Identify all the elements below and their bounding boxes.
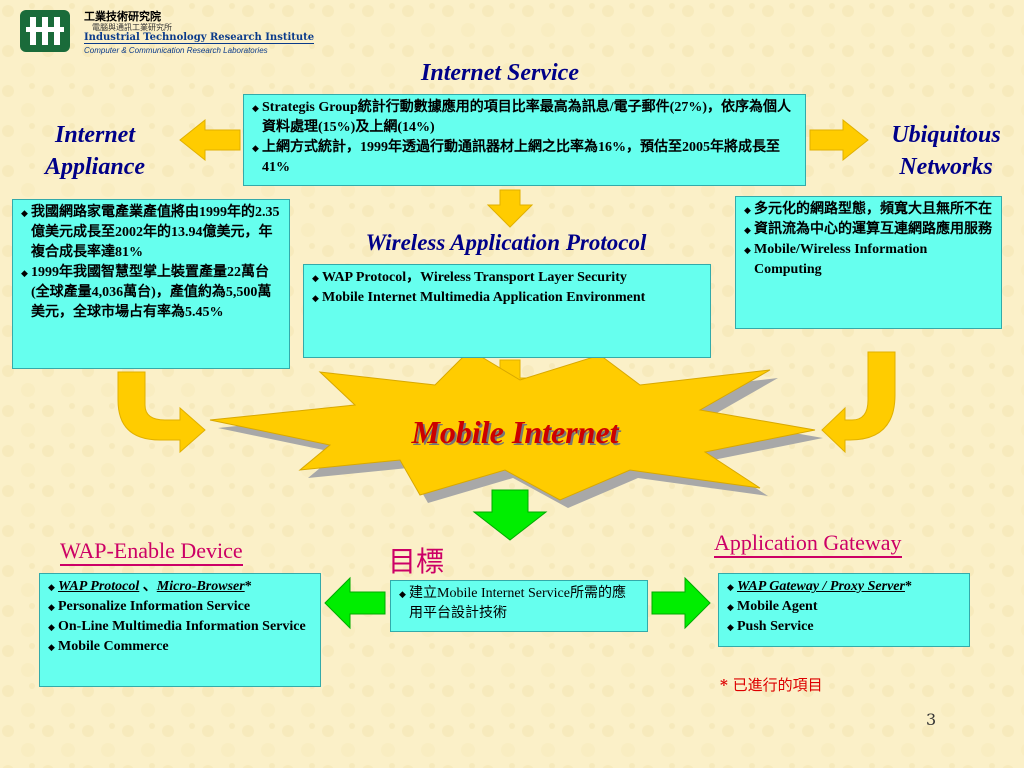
wap-device-item: Mobile Commerce	[48, 637, 312, 657]
arrow-right-yellow	[809, 118, 869, 162]
heading-internet-appliance-line2: Appliance	[45, 154, 145, 180]
arrow-right-green	[651, 576, 711, 630]
arrow-left-green	[324, 576, 386, 630]
logo-sub-en: Computer & Communication Research Labora…	[84, 46, 268, 55]
app-gateway-item: WAP Gateway / Proxy Server*	[727, 577, 961, 597]
done-star: *	[244, 579, 252, 594]
wap-protocol-text: WAP Protocol	[58, 579, 140, 594]
itri-logo-icon	[26, 17, 64, 45]
heading-wap: Wireless Application Protocol	[365, 230, 647, 255]
wap-item: Mobile Internet Multimedia Application E…	[312, 288, 702, 308]
logo-name-zh: 工業技術研究院	[84, 10, 161, 23]
note-star: *	[720, 676, 728, 694]
arrow-down-green	[472, 489, 548, 541]
internet-service-box: Strategis Group統計行動數據應用的項目比率最高為訊息/電子郵件(2…	[243, 94, 806, 186]
wap-device-box: WAP Protocol 、Micro-Browser* Personalize…	[39, 573, 321, 687]
heading-goal: 目標	[388, 545, 445, 578]
ubiquitous-item: Mobile/Wireless Information Computing	[744, 240, 993, 280]
completed-note: * 已進行的項目	[720, 674, 823, 695]
separator: 、	[142, 579, 157, 594]
ubiquitous-item: 多元化的網路型態，頻寬大且無所不在	[744, 200, 993, 220]
ubiquitous-box: 多元化的網路型態，頻寬大且無所不在 資訊流為中心的運算互連網路應用服務 Mobi…	[735, 196, 1002, 329]
wap-device-item: Personalize Information Service	[48, 597, 312, 617]
ubiquitous-item: 資訊流為中心的運算互連網路應用服務	[744, 220, 993, 240]
internet-service-item: Strategis Group統計行動數據應用的項目比率最高為訊息/電子郵件(2…	[252, 98, 797, 138]
page-number: 3	[926, 710, 937, 729]
app-gateway-item: Mobile Agent	[727, 597, 961, 617]
heading-internet-service: Internet Service	[421, 60, 579, 86]
heading-ubiquitous-line2: Networks	[899, 154, 993, 180]
internet-appliance-item: 我國網路家電產業產值將由1999年的2.35億美元成長至2002年的13.94億…	[21, 203, 281, 263]
done-star: *	[904, 579, 912, 594]
wap-item: WAP Protocol，Wireless Transport Layer Se…	[312, 268, 702, 288]
wap-gateway-text: WAP Gateway / Proxy Server	[737, 579, 905, 594]
goal-item: 建立Mobile Internet Service所需的應用平台設計技術	[399, 584, 639, 624]
arrow-curve-right	[821, 351, 896, 454]
app-gateway-box: WAP Gateway / Proxy Server* Mobile Agent…	[718, 573, 970, 647]
wap-device-item: On-Line Multimedia Information Service	[48, 617, 312, 637]
heading-wap-device: WAP-Enable Device	[60, 538, 243, 566]
itri-logo	[20, 10, 70, 52]
arrow-curve-left	[117, 371, 206, 454]
mobile-internet-title: Mobile Internet	[411, 414, 619, 450]
logo-sub-zh: 電腦與通訊工業研究所	[92, 23, 172, 32]
logo-name-en: Industrial Technology Research Institute	[84, 32, 315, 44]
internet-appliance-box: 我國網路家電產業產值將由1999年的2.35億美元成長至2002年的13.94億…	[12, 199, 290, 369]
arrow-left-yellow	[179, 118, 241, 162]
internet-service-item: 上網方式統計，1999年透過行動通訊器材上網之比率為16%，預估至2005年將成…	[252, 138, 797, 178]
goal-box: 建立Mobile Internet Service所需的應用平台設計技術	[390, 580, 648, 632]
heading-internet-appliance-line1: Internet	[54, 122, 135, 148]
heading-app-gateway: Application Gateway	[714, 530, 902, 558]
internet-appliance-item: 1999年我國智慧型掌上裝置產量22萬台(全球產量4,036萬台)，產值約為5,…	[21, 263, 281, 323]
note-text: 已進行的項目	[732, 676, 823, 694]
wap-device-item: WAP Protocol 、Micro-Browser*	[48, 577, 312, 597]
wap-box: WAP Protocol，Wireless Transport Layer Se…	[303, 264, 711, 358]
micro-browser-text: Micro-Browser	[156, 579, 245, 594]
arrow-down-yellow-top	[486, 189, 534, 228]
heading-ubiquitous-line1: Ubiquitous	[891, 122, 1001, 148]
app-gateway-item: Push Service	[727, 617, 961, 637]
mobile-internet-burst	[209, 349, 816, 501]
